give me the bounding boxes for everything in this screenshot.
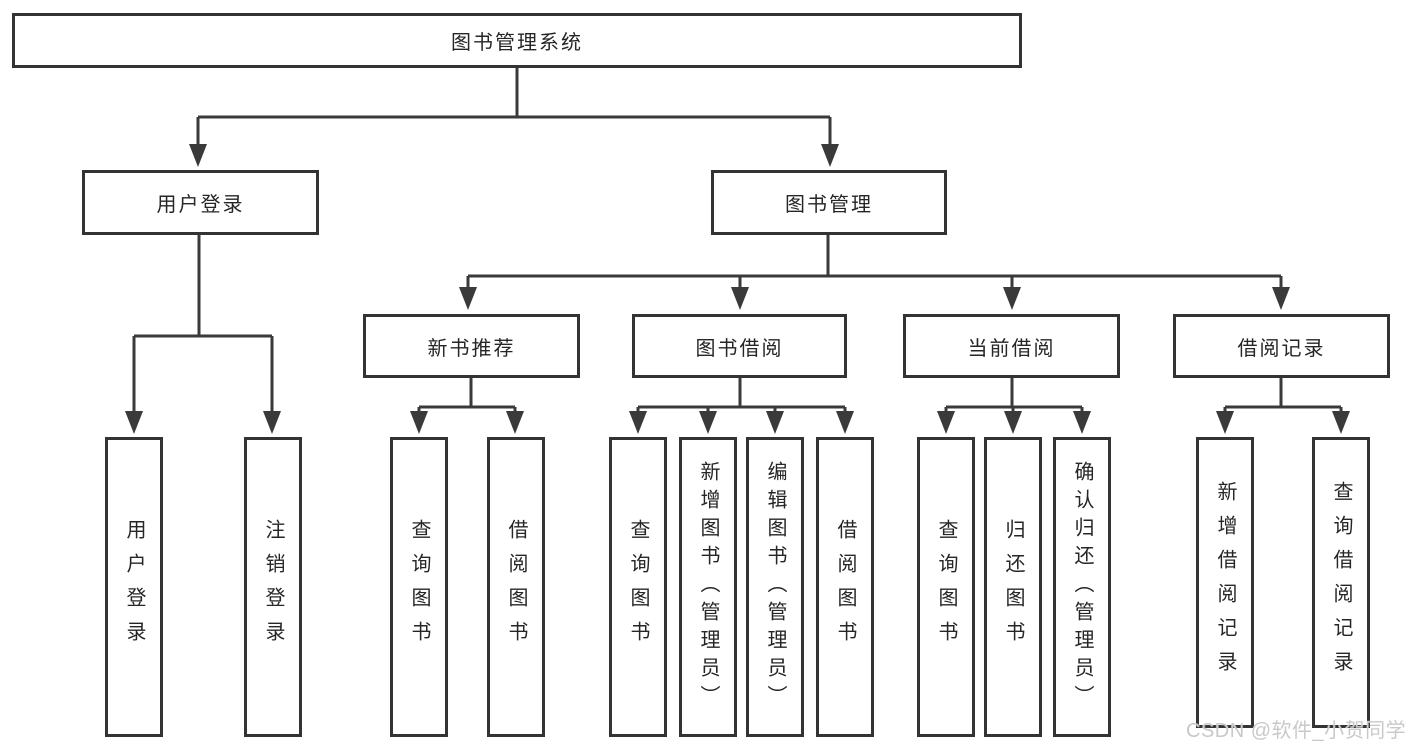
leaf-borrow-add-books-admin-label: 新增图书（管理员）	[697, 461, 719, 713]
leaf-current-confirm-return-admin-label: 确认归还（管理员）	[1071, 461, 1093, 713]
node-current-borrow-label: 当前借阅	[967, 337, 1056, 360]
arrowhead-book-borrow	[731, 287, 749, 310]
node-book-management-label: 图书管理	[785, 194, 873, 216]
leaf-records-add-record: 新增借阅记录	[1196, 437, 1254, 728]
connector-newbook-to-leaves	[417, 378, 517, 412]
node-borrow-records: 借阅记录	[1173, 314, 1390, 378]
node-new-book-recommend-label: 新书推荐	[427, 337, 516, 360]
node-book-management: 图书管理	[711, 170, 947, 235]
arrowhead-user-login	[189, 144, 207, 167]
arrowhead-borrow-query	[629, 411, 647, 434]
node-borrow-records-label: 借阅记录	[1237, 337, 1326, 360]
leaf-current-return-books: 归还图书	[984, 437, 1042, 737]
leaf-newbook-query-books-label: 查询图书	[408, 519, 430, 655]
leaf-logout-label: 注销登录	[262, 519, 284, 655]
csdn-watermark: CSDN @软件_小贺同学	[1186, 720, 1405, 742]
arrowhead-current-query	[937, 411, 955, 434]
leaf-logout: 注销登录	[244, 437, 302, 737]
node-root: 图书管理系统	[12, 13, 1022, 68]
node-user-login: 用户登录	[82, 170, 319, 235]
arrowhead-book-management	[821, 144, 839, 167]
node-book-borrow: 图书借阅	[632, 314, 847, 378]
node-new-book-recommend: 新书推荐	[363, 314, 580, 378]
leaf-borrow-borrow-books-label: 借阅图书	[834, 519, 856, 655]
connector-records-to-leaves	[1223, 378, 1343, 412]
arrowhead-borrow-borrow	[836, 411, 854, 434]
leaf-user-login: 用户登录	[105, 437, 163, 737]
connector-borrow-to-leaves	[636, 378, 847, 412]
arrowhead-borrow-add	[699, 411, 717, 434]
leaf-borrow-edit-books-admin: 编辑图书（管理员）	[746, 437, 804, 737]
leaf-user-login-label: 用户登录	[123, 519, 145, 655]
arrowhead-current-borrow	[1003, 287, 1021, 310]
connector-login-to-leaves	[132, 235, 274, 412]
arrowhead-current-confirm	[1073, 411, 1091, 434]
leaf-newbook-query-books: 查询图书	[390, 437, 448, 737]
arrowhead-new-book	[459, 287, 477, 310]
arrowhead-records-query	[1332, 411, 1350, 434]
node-root-label: 图书管理系统	[451, 32, 583, 54]
node-book-borrow-label: 图书借阅	[695, 337, 784, 360]
node-current-borrow: 当前借阅	[903, 314, 1120, 378]
arrowhead-newbook-borrow	[506, 411, 524, 434]
leaf-newbook-borrow-books-label: 借阅图书	[505, 519, 527, 655]
leaf-records-query-record: 查询借阅记录	[1312, 437, 1370, 728]
leaf-newbook-borrow-books: 借阅图书	[487, 437, 545, 737]
leaf-records-query-record-label: 查询借阅记录	[1330, 480, 1352, 685]
leaf-current-query-books: 查询图书	[917, 437, 975, 737]
leaf-borrow-add-books-admin: 新增图书（管理员）	[679, 437, 737, 737]
arrowhead-borrow-records	[1272, 287, 1290, 310]
connector-root-to-level2	[196, 68, 832, 145]
leaf-borrow-query-books-label: 查询图书	[627, 519, 649, 655]
leaf-records-add-record-label: 新增借阅记录	[1214, 480, 1236, 685]
arrowhead-leaf-logout	[263, 411, 281, 434]
arrowhead-current-return	[1004, 411, 1022, 434]
node-user-login-label: 用户登录	[156, 194, 245, 216]
leaf-current-confirm-return-admin: 确认归还（管理员）	[1053, 437, 1111, 737]
leaf-borrow-query-books: 查询图书	[609, 437, 667, 737]
leaf-current-return-books-label: 归还图书	[1002, 519, 1024, 655]
arrowhead-newbook-query	[410, 411, 428, 434]
connector-current-to-leaves	[944, 378, 1084, 412]
connector-mgmt-to-level3	[466, 235, 1283, 290]
arrowhead-records-add	[1216, 411, 1234, 434]
leaf-borrow-borrow-books: 借阅图书	[816, 437, 874, 737]
arrowhead-borrow-edit	[766, 411, 784, 434]
leaf-current-query-books-label: 查询图书	[935, 519, 957, 655]
leaf-borrow-edit-books-admin-label: 编辑图书（管理员）	[764, 461, 786, 713]
arrowhead-leaf-login	[125, 411, 143, 434]
